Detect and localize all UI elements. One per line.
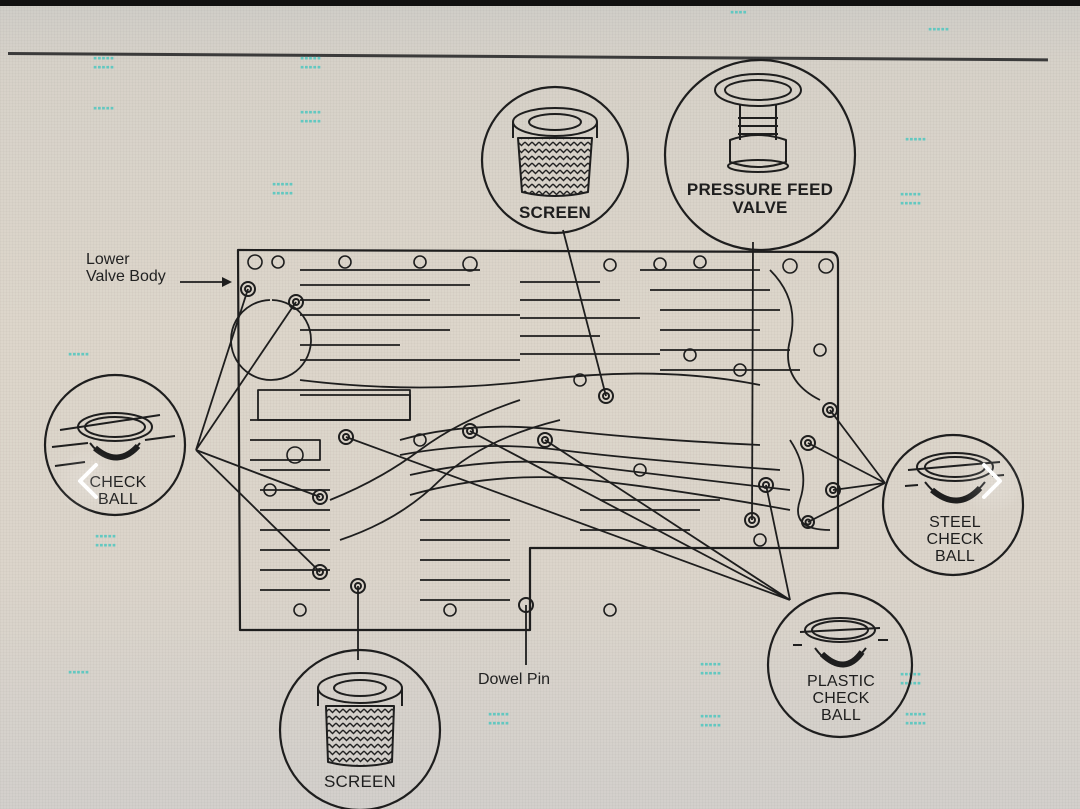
screen-top-label: SCREEN (518, 203, 592, 222)
pressure-feed-valve-label-line-2: VALVE (732, 197, 788, 217)
plastic-check-ball-label-line-3: BALL (821, 706, 861, 724)
chevron-left-icon (78, 463, 98, 499)
plastic-check-ball-label-line-2: CHECK (812, 689, 870, 707)
callout-circle-plastic-check-ball (766, 591, 914, 739)
valve-body-holes (247, 254, 834, 617)
watermark-code: ▪▪▪▪▪▪▪▪▪▪ (488, 710, 510, 728)
check-ball-label-line-2: BALL (98, 490, 138, 508)
plastic-check-ball-illustration (793, 617, 888, 668)
valve-body-outline (236, 248, 840, 632)
check-ball-label-line-1: CHECK (78, 474, 158, 492)
watermark-code: ▪▪▪▪▪ (68, 668, 90, 676)
watermark-code: ▪▪▪▪▪▪▪▪▪▪ (93, 54, 115, 72)
pressure-feed-valve-label: PRESSURE FEED VALVE (670, 181, 850, 217)
previous-image-button[interactable] (56, 449, 120, 513)
pressure-feed-valve-illustration (714, 73, 802, 173)
callout-circle-steel-check-ball (881, 433, 1025, 577)
next-image-button[interactable] (960, 449, 1024, 513)
check-ball-label: CHECK BALL (78, 474, 158, 509)
leader-arrowheads (222, 277, 232, 287)
watermark-code: ▪▪▪▪▪▪▪▪▪▪ (300, 108, 322, 126)
watermark-code: ▪▪▪▪▪▪▪▪▪▪ (900, 190, 922, 208)
callout-circle-check-ball (43, 373, 187, 517)
top-edge (0, 0, 1080, 6)
screen-bottom-label: SCREEN (323, 772, 397, 791)
check-ball-seats (240, 281, 841, 613)
steel-check-ball-label: STEEL CHECK BALL (915, 514, 995, 565)
watermark-code: ▪▪▪▪ (730, 8, 747, 16)
steel-check-ball-label-line-1: STEEL (929, 514, 981, 531)
steel-check-ball-label-line-3: BALL (935, 547, 975, 565)
watermark-code: ▪▪▪▪▪ (93, 104, 115, 112)
watermark-code: ▪▪▪▪▪▪▪▪▪▪ (300, 54, 322, 72)
screen-top-illustration (512, 107, 598, 197)
watermark-code: ▪▪▪▪▪▪▪▪▪▪ (95, 532, 117, 550)
callout-circle-screen-top (480, 85, 630, 235)
watermark-code: ▪▪▪▪▪▪▪▪▪▪ (700, 712, 722, 730)
leader-lines (180, 229, 886, 665)
watermark-code: ▪▪▪▪▪▪▪▪▪▪ (905, 710, 927, 728)
chevron-right-icon (982, 463, 1002, 499)
watermark-code: ▪▪▪▪▪▪▪▪▪▪ (700, 660, 722, 678)
dowel-pin-label: Dowel Pin (478, 671, 551, 688)
check-ball-illustration (51, 412, 176, 467)
watermark-code: ▪▪▪▪▪ (68, 350, 90, 358)
plastic-check-ball-label-line-1: PLASTIC (806, 673, 876, 690)
plastic-check-ball-label: PLASTIC CHECK BALL (796, 673, 886, 724)
lower-valve-body-label-line-2: Valve Body (86, 267, 166, 285)
pressure-feed-valve-label-line-1: PRESSURE FEED (686, 180, 834, 199)
callout-circle-pressure-feed-valve (663, 58, 857, 252)
lower-valve-body-label: Lower Valve Body (86, 251, 166, 286)
lower-valve-body-label-line-1: Lower (86, 251, 130, 268)
watermark-code: ▪▪▪▪▪ (905, 135, 927, 143)
steel-check-ball-illustration (904, 452, 1005, 504)
screen-bottom-illustration (317, 672, 403, 767)
callout-circle-screen-bottom (278, 648, 442, 809)
watermark-code: ▪▪▪▪▪ (928, 25, 950, 33)
steel-check-ball-label-line-2: CHECK (926, 530, 984, 548)
watermark-code: ▪▪▪▪▪▪▪▪▪▪ (272, 180, 294, 198)
